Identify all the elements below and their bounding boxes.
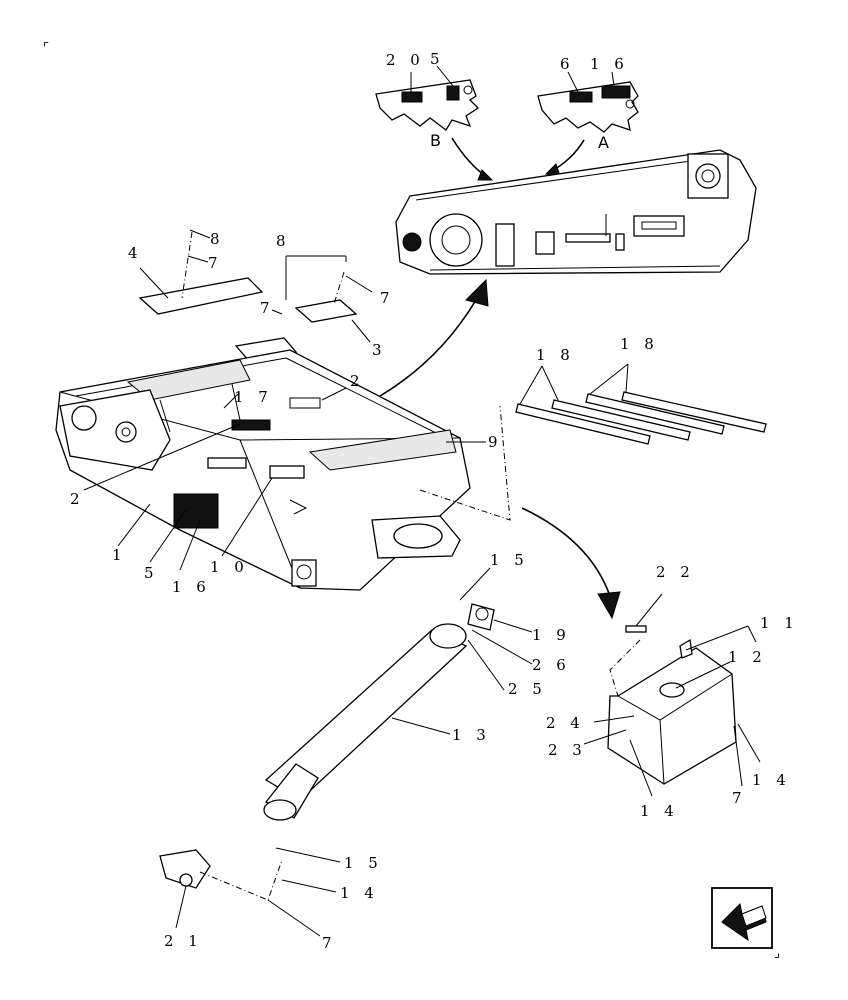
callout-15-top: 1 5 [490,551,529,569]
callout-7-left: 7 [208,254,223,272]
callout-16-frame: 1 6 [172,578,211,596]
callout-12: 1 2 [728,648,767,666]
callout-1: 1 [112,546,127,564]
callout-24: 2 4 [546,714,585,732]
callout-2-right: 2 [350,372,365,390]
cover-plate-3-center [234,337,298,363]
callout-18-right: 1 8 [620,335,659,353]
callout-18-left: 1 8 [536,346,575,364]
callout-14-tank-left: 1 4 [640,802,679,820]
callout-19: 1 9 [532,626,571,644]
callout-17: 1 7 [234,388,273,406]
callout-10: 1 0 [210,558,249,576]
pointer-arrow-to-tank [521,507,611,597]
callout-14-tank-right: 1 4 [752,771,791,789]
callout-7-bottom: 7 [322,934,337,952]
callout-13: 1 3 [452,726,491,744]
callout-22: 2 2 [656,563,695,581]
callout-20: 2 0 [386,51,425,69]
detail-view-b [375,65,480,131]
callout-5-frame: 5 [144,564,159,582]
callout-2-left: 2 [70,490,85,508]
decal-10 [269,465,305,479]
callout-21: 2 1 [164,932,203,950]
decal-16-frame [173,493,219,529]
callout-16-top: 1 6 [590,55,629,73]
detail-view-a [537,71,639,133]
callout-7-tank: 7 [732,789,747,807]
callout-8-left: 8 [210,230,225,248]
decal-16-top [601,85,631,99]
callout-3-right: 3 [372,341,387,359]
cover-plate-4 [138,277,264,315]
callout-26: 2 6 [532,656,571,674]
callout-6: 6 [560,55,575,73]
callout-9: 9 [488,433,503,451]
view-direction-arrow-icon[interactable] [711,887,773,949]
callout-8-center: 8 [276,232,291,250]
pointer-arrow-to-side-wall [379,299,477,397]
decal-20 [401,91,423,103]
callout-23: 2 3 [548,741,587,759]
main-frame [55,349,511,591]
callout-4: 4 [128,244,143,262]
callout-7-right: 7 [380,289,395,307]
callout-11: 1 1 [760,614,799,632]
side-wall-panel [395,149,757,275]
callout-15-bottom: 1 5 [344,854,383,872]
view-label-a: A [598,133,609,152]
cover-plate-3-right [294,299,358,323]
tank-assembly [607,625,737,785]
view-label-b: B [430,131,441,150]
shaft-assembly [159,603,495,889]
decal-2 [231,419,271,431]
corner-mark-bottom-right: ⌟ [774,946,785,961]
corner-mark-top-left: ⌜ [43,41,54,56]
callout-14-bottom: 1 4 [340,884,379,902]
decal-5 [446,85,460,101]
decal-6 [569,91,593,103]
rail-set-18 [515,391,767,445]
callout-25: 2 5 [508,680,547,698]
callout-5-top: 5 [430,50,445,68]
callout-7-center: 7 [260,299,275,317]
